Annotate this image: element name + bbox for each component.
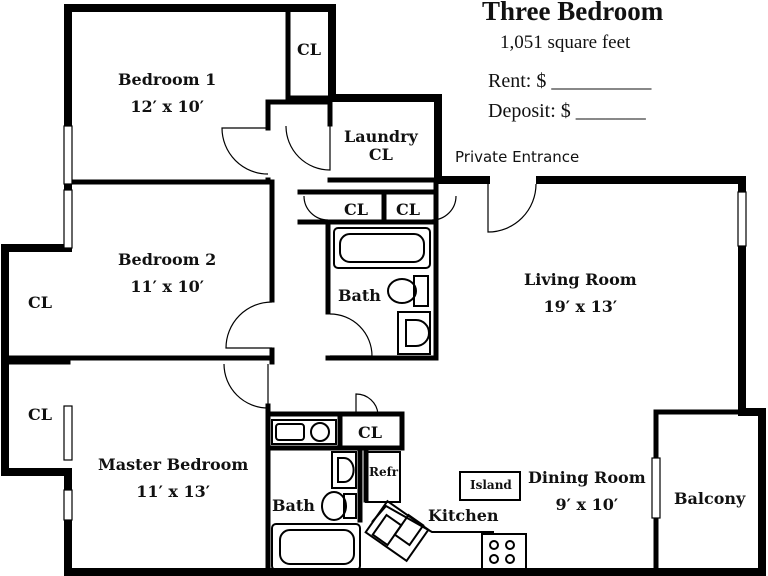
balcony-railing: [758, 417, 766, 559]
room-name: Bedroom 2: [118, 250, 217, 269]
closet-hall-2: CL: [396, 200, 420, 219]
room-name: Living Room: [524, 270, 637, 289]
refrigerator-label: Refr: [369, 465, 399, 479]
fixtures: [271, 227, 527, 571]
room-bath-1: Bath: [338, 286, 381, 305]
room-kitchen: Kitchen: [428, 506, 499, 525]
room-balcony: Balcony: [674, 489, 746, 508]
room-dims: 11′ x 13′: [136, 482, 210, 501]
room-name: Dining Room: [528, 468, 646, 487]
closet-bedroom-1: CL: [297, 40, 321, 59]
room-bath-2: Bath: [272, 496, 315, 515]
room-dims: 9′ x 10′: [555, 495, 619, 514]
room-bedroom-1: Bedroom 1 12′ x 10′: [118, 70, 216, 116]
closet-kitchen: CL: [358, 423, 382, 442]
room-sub: CL: [368, 145, 393, 164]
room-dims: 11′ x 10′: [130, 277, 204, 296]
windows: [63, 125, 747, 521]
room-master-bedroom: Master Bedroom 11′ x 13′: [98, 455, 248, 501]
rent-line: Rent: $ __________: [488, 70, 652, 92]
room-laundry: Laundry CL: [344, 128, 418, 164]
room-name: Master Bedroom: [98, 455, 249, 474]
room-name: Bedroom 1: [118, 70, 217, 89]
plan-title: Three Bedroom: [482, 0, 664, 26]
room-living-room: Living Room 19′ x 13′: [524, 270, 637, 316]
closet-hall-1: CL: [344, 200, 368, 219]
room-dims: 19′ x 13′: [543, 297, 618, 316]
island-label: Island: [470, 478, 512, 492]
deposit-line: Deposit: $ _______: [488, 100, 646, 122]
room-dining-room: Dining Room 9′ x 10′: [528, 468, 646, 514]
room-name: Laundry: [344, 127, 418, 146]
door-swings: [221, 125, 537, 415]
interior-walls: [2, 7, 745, 575]
closet-master: CL: [28, 405, 52, 424]
room-bedroom-2: Bedroom 2 11′ x 10′: [118, 250, 216, 296]
closet-bedroom-2: CL: [28, 293, 52, 312]
room-dims: 12′ x 10′: [130, 97, 204, 116]
plan-area: 1,051 square feet: [500, 32, 631, 53]
private-entrance-label: Private Entrance: [455, 148, 580, 166]
